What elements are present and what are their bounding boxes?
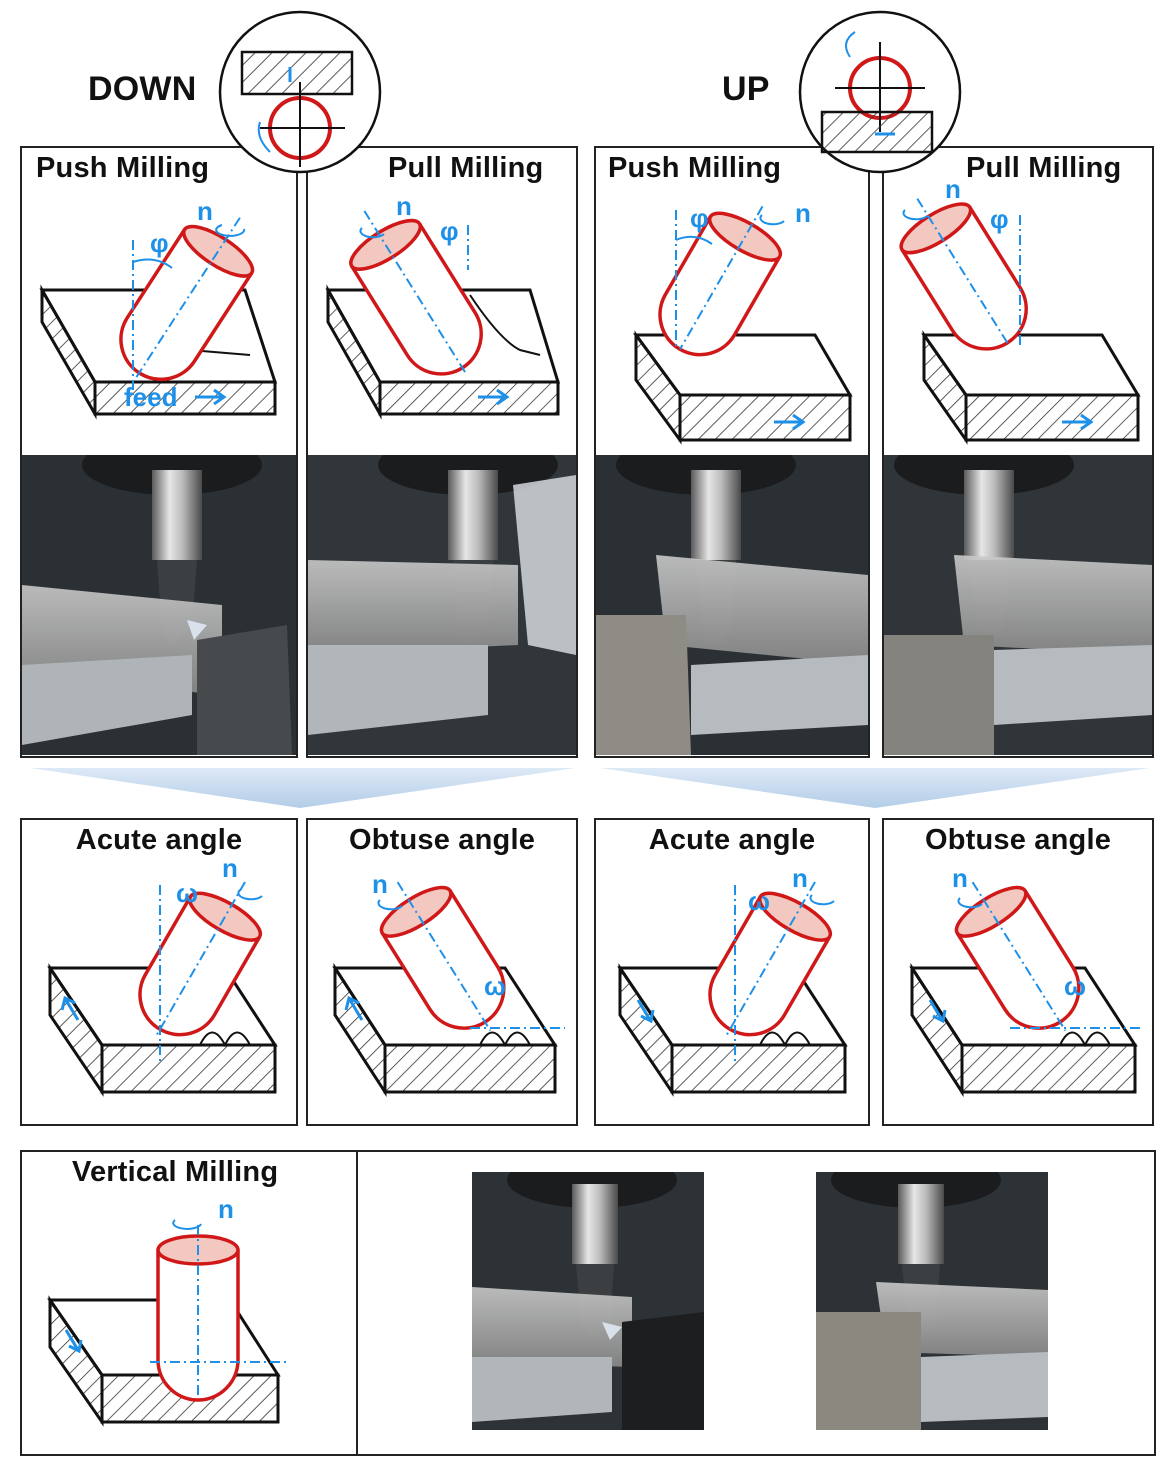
down-milling-label: DOWN bbox=[88, 70, 197, 108]
feed-arrow-icon bbox=[636, 999, 655, 1024]
rotation-arrow-icon bbox=[215, 224, 246, 237]
n-symbol: n bbox=[197, 196, 213, 226]
pull-milling-up-diagram: φ n bbox=[899, 174, 1141, 445]
rotation-arrow-icon bbox=[957, 897, 983, 909]
push-milling-down-photo bbox=[22, 455, 296, 755]
feed-arrow-icon bbox=[60, 995, 80, 1021]
omega-symbol: ω bbox=[1064, 971, 1086, 1001]
up-milling-inset bbox=[798, 10, 962, 174]
panel-title: Acute angle bbox=[648, 824, 816, 856]
phi-symbol: φ bbox=[990, 204, 1009, 234]
push-milling-up-photo bbox=[596, 455, 868, 755]
feed-label: feed bbox=[124, 382, 177, 412]
up-milling-label: UP bbox=[722, 70, 770, 108]
panel-title: Pull Milling bbox=[388, 152, 544, 184]
rotation-arrow-icon bbox=[377, 899, 403, 911]
feed-arrow-icon bbox=[64, 1329, 83, 1354]
feed-arrow-icon bbox=[478, 388, 510, 406]
row1-diagrams: φ n feed φ n φ n bbox=[39, 10, 1141, 445]
phi-symbol: φ bbox=[150, 228, 169, 258]
feed-arrow-icon bbox=[195, 388, 227, 406]
panel-title: Pull Milling bbox=[966, 152, 1122, 184]
n-symbol: n bbox=[795, 198, 811, 228]
panel-title: Obtuse angle bbox=[348, 824, 536, 856]
vertical-milling-photo-1 bbox=[472, 1172, 704, 1430]
omega-symbol: ω bbox=[484, 971, 506, 1001]
rotation-arrow-icon bbox=[359, 227, 385, 239]
n-symbol: n bbox=[222, 853, 238, 883]
n-symbol: n bbox=[945, 174, 961, 204]
rotation-arrow-icon bbox=[759, 214, 785, 226]
n-symbol: n bbox=[952, 863, 968, 893]
rotation-arrow-icon bbox=[172, 1219, 202, 1230]
n-symbol: n bbox=[372, 869, 388, 899]
feed-arrow-icon bbox=[344, 995, 364, 1021]
obtuse-angle-up-diagram: ω n bbox=[909, 863, 1142, 1098]
n-symbol: n bbox=[218, 1194, 234, 1224]
panel-title: Push Milling bbox=[608, 152, 782, 184]
rotation-arrow-icon bbox=[257, 121, 271, 153]
acute-angle-down-diagram: ω n bbox=[47, 853, 278, 1097]
feed-arrow-icon bbox=[1062, 413, 1094, 431]
obtuse-angle-down-diagram: ω n bbox=[332, 869, 565, 1098]
row2-diagrams: ω n ω n ω n bbox=[47, 853, 1142, 1098]
rotation-arrow-icon bbox=[237, 889, 263, 901]
acute-angle-up-diagram: ω n bbox=[617, 863, 848, 1097]
up-convergence-arrow bbox=[600, 768, 1150, 808]
n-symbol: n bbox=[792, 863, 808, 893]
convergence-arrows bbox=[30, 768, 1150, 808]
feed-arrow-icon bbox=[928, 999, 947, 1024]
omega-symbol: ω bbox=[176, 878, 198, 908]
rotation-arrow-icon bbox=[845, 31, 856, 58]
panel-title: Push Milling bbox=[36, 152, 210, 184]
down-milling-inset bbox=[218, 10, 382, 174]
push-milling-down-diagram: φ n feed bbox=[39, 196, 278, 420]
push-milling-up-diagram: φ n bbox=[633, 198, 853, 445]
n-symbol: n bbox=[396, 191, 412, 221]
omega-symbol: ω bbox=[748, 886, 770, 916]
pull-milling-down-photo bbox=[308, 455, 576, 755]
panel-title: Acute angle bbox=[75, 824, 243, 856]
vertical-milling-photo-2 bbox=[816, 1172, 1048, 1430]
feed-arrow-icon bbox=[774, 413, 806, 431]
pull-milling-up-photo bbox=[884, 455, 1152, 755]
phi-symbol: φ bbox=[690, 203, 709, 233]
rotation-arrow-icon bbox=[902, 209, 928, 221]
panel-title: Vertical Milling bbox=[72, 1156, 279, 1188]
pull-milling-down-diagram: φ n bbox=[325, 191, 561, 420]
rotation-arrow-icon bbox=[809, 894, 835, 906]
phi-symbol: φ bbox=[440, 216, 459, 246]
panel-title: Obtuse angle bbox=[924, 824, 1112, 856]
down-convergence-arrow bbox=[30, 768, 575, 808]
